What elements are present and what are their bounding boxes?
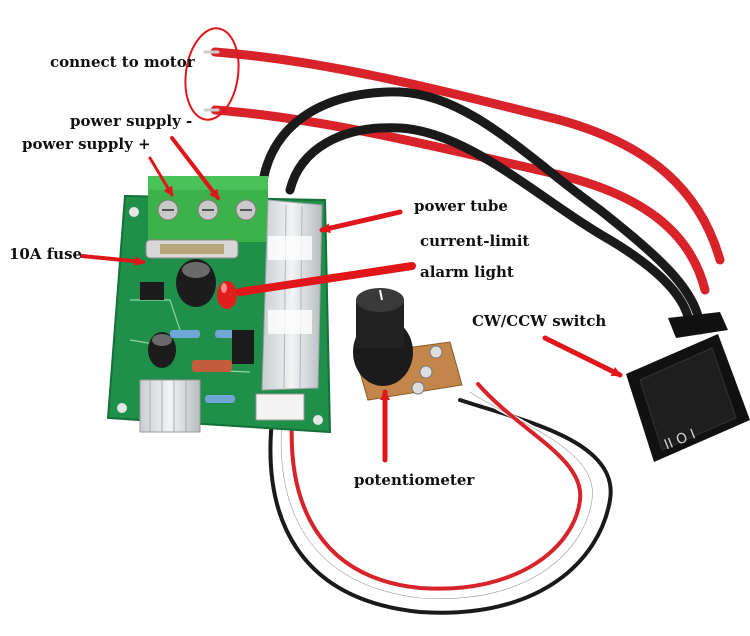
pot-connector xyxy=(255,393,305,421)
switch-cable xyxy=(257,87,705,335)
potentiometer xyxy=(353,288,463,401)
small-heatsink xyxy=(139,379,201,433)
label-power-supply-minus: power supply - xyxy=(70,112,193,130)
alarm-led xyxy=(217,281,237,309)
arrow-power-supply-plus xyxy=(148,156,174,197)
potentiometer-cable xyxy=(268,382,613,615)
annotation-arrows xyxy=(80,136,623,463)
power-tube-heatsink xyxy=(261,199,323,391)
capacitors xyxy=(148,259,216,368)
label-cw-ccw-switch: CW/CCW switch xyxy=(472,312,607,330)
motor-wire-highlight xyxy=(184,27,240,121)
label-current-limit: current-limit xyxy=(420,232,530,250)
label-10a-fuse: 10A fuse xyxy=(9,245,83,263)
cw-ccw-switch: II O I xyxy=(626,312,750,462)
arrow-alarm-light xyxy=(236,262,416,296)
label-power-tube: power tube xyxy=(414,197,508,215)
arrow-fuse xyxy=(80,254,145,267)
arrow-power-supply-minus xyxy=(170,136,220,200)
arrow-power-tube xyxy=(319,209,403,234)
fuse xyxy=(145,239,239,259)
arrow-cw-ccw xyxy=(542,335,623,378)
label-power-supply-plus: power supply + xyxy=(22,135,151,153)
label-potentiometer: potentiometer xyxy=(354,471,475,489)
label-connect-to-motor: connect to motor xyxy=(50,53,195,71)
components xyxy=(140,282,254,403)
label-alarm-light: alarm light xyxy=(420,263,514,281)
